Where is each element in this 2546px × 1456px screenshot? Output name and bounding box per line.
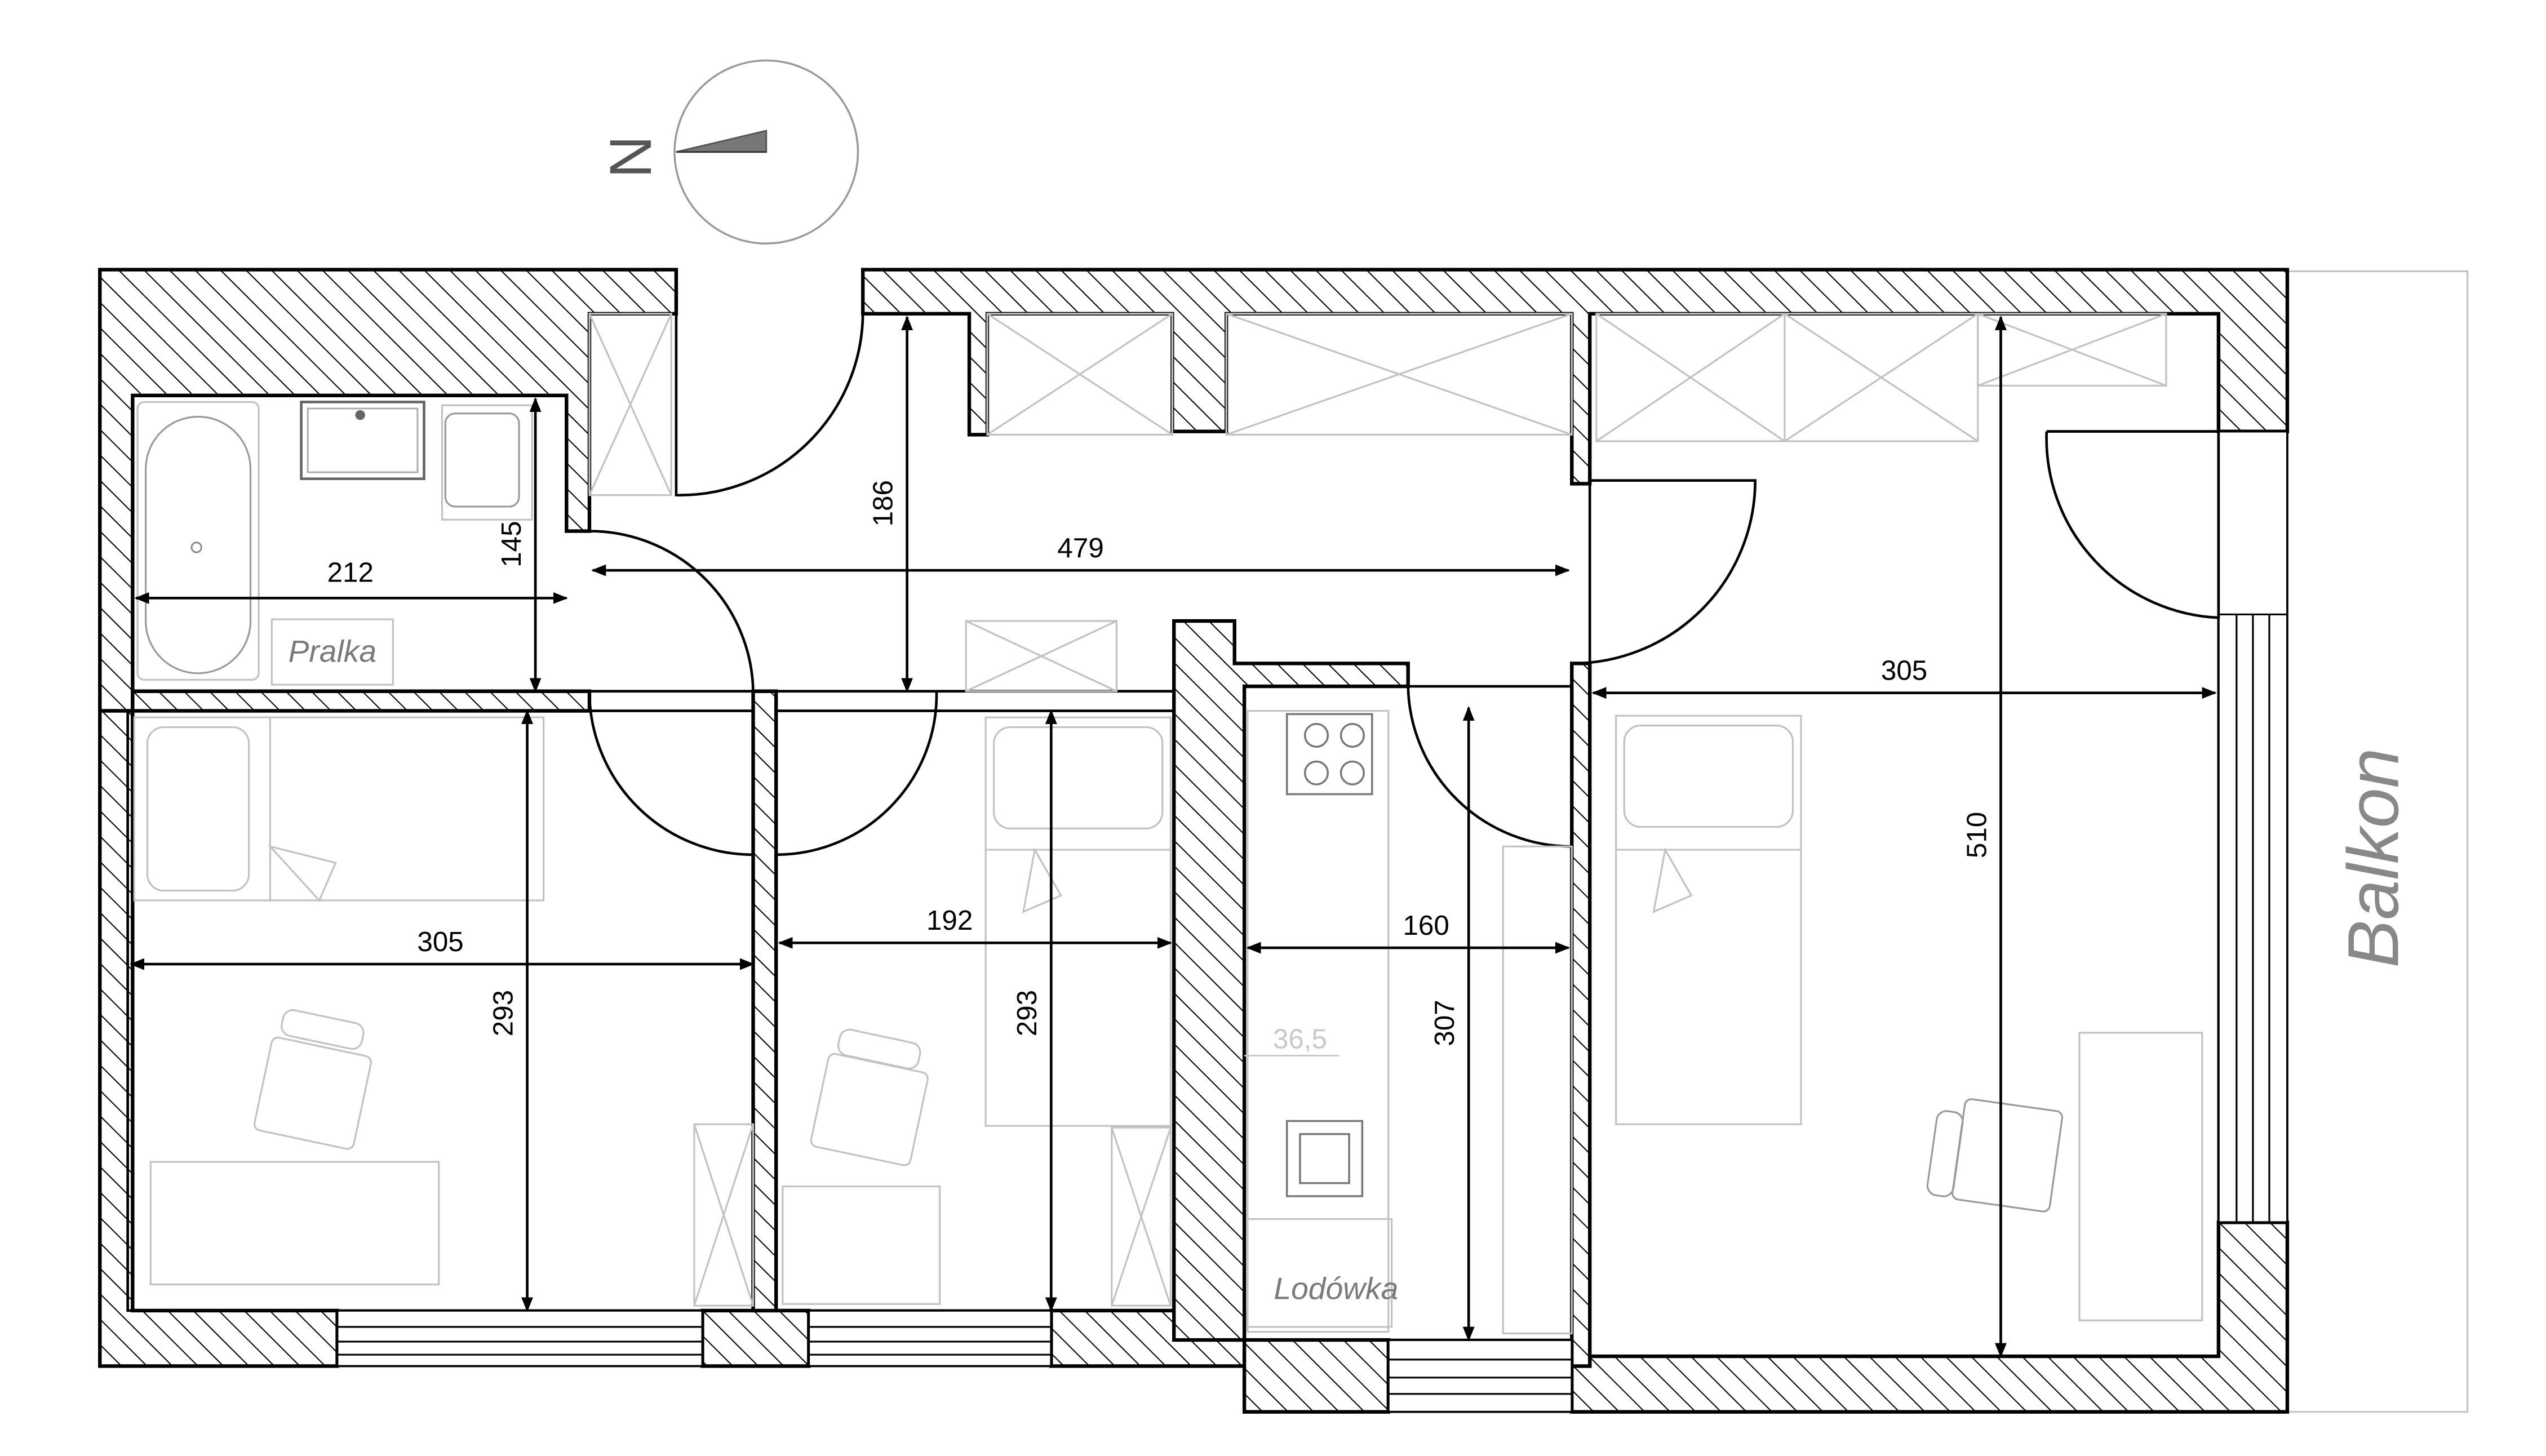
wall-kitchen-living — [1570, 662, 1592, 1368]
wall-middle-kitchen — [1172, 619, 1410, 1342]
bed-living-icon — [1615, 714, 1802, 1125]
compass-needle-icon — [676, 130, 768, 153]
fridge-label: Lodówka — [1274, 1271, 1398, 1306]
shelf-living-top — [1977, 313, 2167, 387]
desk-left — [149, 1161, 440, 1286]
wardrobe-bedroom-left — [693, 1123, 755, 1307]
door-living — [1572, 479, 1757, 665]
door-bedroom-left — [588, 691, 755, 856]
desk-living — [2078, 1032, 2203, 1321]
bed-left-icon — [133, 716, 545, 902]
balcony: Balkon — [2287, 270, 2469, 1413]
sink-icon — [1285, 1120, 1364, 1197]
compass-north-label: N — [598, 136, 664, 178]
dim-hall-length: 479 — [1057, 532, 1103, 563]
desk-middle — [782, 1185, 941, 1305]
wall-bottom-left — [700, 1308, 811, 1368]
compass-circle-icon — [673, 59, 859, 245]
wall-right-lower — [1570, 1220, 2290, 1414]
kitchen-cabinet-right — [1502, 845, 1573, 1335]
hall-wardrobe-top-1 — [986, 313, 1173, 436]
dim-bathroom-width: 212 — [327, 557, 374, 588]
dim-bedroom-middle-width: 192 — [926, 905, 973, 936]
balcony-door — [2217, 430, 2288, 1224]
toilet-icon — [441, 404, 533, 521]
door-bedroom-middle — [776, 691, 938, 856]
north-compass: N — [598, 59, 859, 245]
dimensions: 212 145 479 186 305 293 192 293 160 307 … — [129, 316, 2217, 1358]
stove-icon — [1285, 713, 1373, 796]
furniture: Pralka — [133, 313, 2203, 1335]
window-bedroom-middle — [808, 1309, 1053, 1368]
balcony-label: Balkon — [2333, 748, 2414, 967]
fridge — [1247, 1218, 1393, 1328]
dim-bedroom-left-depth: 293 — [487, 990, 518, 1036]
wardrobe-bedroom-middle — [1111, 1126, 1172, 1307]
door-entrance — [675, 313, 864, 497]
wall-bathroom-bedroom — [131, 689, 592, 713]
dim-living-width: 305 — [1881, 655, 1927, 686]
dim-bedroom-middle-depth: 293 — [1012, 990, 1043, 1036]
dim-hall-depth: 186 — [867, 480, 898, 526]
bed-middle-icon — [984, 716, 1172, 1127]
kitchen-counter — [1247, 709, 1390, 1333]
wardrobe-living-top — [1595, 313, 1979, 442]
hall-wardrobe-left — [588, 313, 672, 496]
desk-chair-left-icon — [253, 1009, 372, 1150]
dim-bathroom-depth: 145 — [496, 521, 527, 567]
desk-chair-middle-icon — [810, 1028, 929, 1166]
counter-height-label: 36,5 — [1273, 1023, 1327, 1054]
washing-machine — [270, 618, 394, 686]
wall-bedroom-divider — [751, 689, 778, 1313]
bathtub-icon — [136, 401, 260, 681]
dim-kitchen-width: 160 — [1403, 910, 1449, 941]
desk-chair-living-icon — [1926, 1098, 2064, 1213]
windows — [336, 430, 2288, 1413]
dim-living-depth: 510 — [1961, 812, 1992, 858]
dim-kitchen-depth: 307 — [1429, 1000, 1460, 1046]
doors — [566, 313, 2220, 856]
window-bedroom-left — [336, 1309, 704, 1368]
hall-wardrobe-top-2 — [1225, 313, 1573, 436]
window-kitchen — [1387, 1339, 1573, 1413]
door-bathroom — [566, 530, 755, 691]
balcony-outline — [2287, 270, 2469, 1413]
hall-cabinet-bottom — [965, 620, 1118, 693]
shower-icon — [300, 401, 425, 481]
washing-machine-label: Pralka — [289, 634, 376, 669]
dim-bedroom-left-width: 305 — [417, 926, 463, 957]
door-kitchen — [1407, 686, 1573, 848]
door-balcony — [2045, 430, 2220, 619]
